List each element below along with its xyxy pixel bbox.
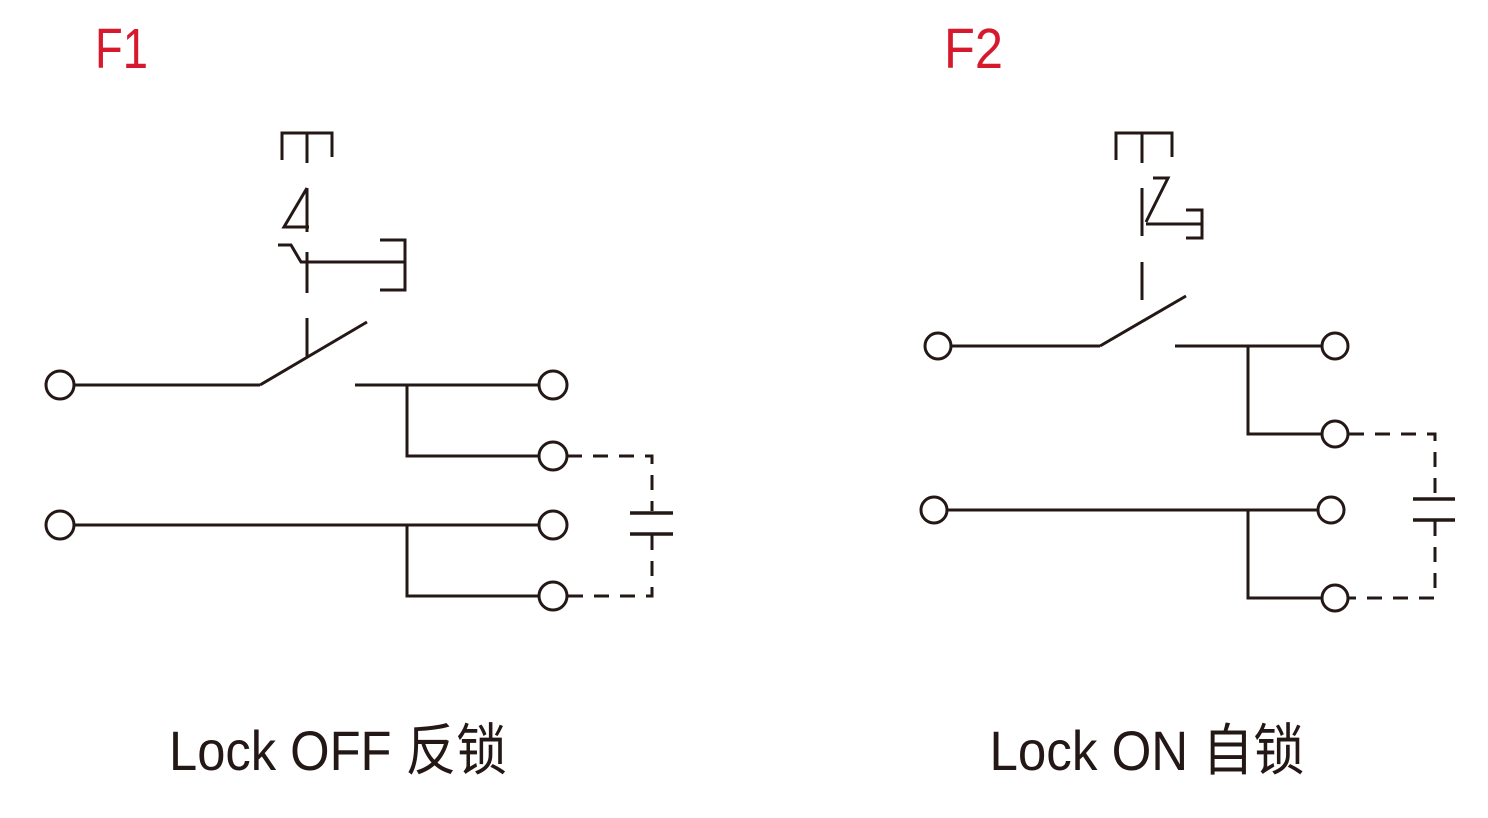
f1-push-button-head bbox=[280, 131, 334, 163]
f1-lines-bottom bbox=[75, 523, 539, 598]
f1-terminal-out-4 bbox=[537, 580, 569, 612]
f1-terminal-in-top bbox=[44, 369, 76, 401]
f1-terminal-out-1 bbox=[537, 369, 569, 401]
f1-output-lines-top bbox=[355, 383, 539, 458]
f1-switch-lever bbox=[259, 320, 368, 387]
f1-label: F1 bbox=[95, 17, 148, 81]
f2-latch-symbol bbox=[1140, 176, 1204, 240]
f1-caption: Lock OFF 反锁 bbox=[169, 719, 507, 782]
f1-capacitor bbox=[630, 511, 673, 536]
f2-push-button-head bbox=[1114, 131, 1174, 163]
f2-terminal-out-1 bbox=[1320, 331, 1350, 361]
f2-terminal-out-3 bbox=[1316, 495, 1346, 525]
f2-switch-diagram: F2 Lock ON 自锁 bbox=[919, 17, 1455, 782]
f2-caption: Lock ON 自锁 bbox=[990, 719, 1305, 782]
f2-terminal-out-4 bbox=[1320, 583, 1350, 613]
f1-capacitor-wiring bbox=[567, 454, 654, 598]
f2-capacitor-wiring bbox=[1349, 432, 1437, 600]
f1-terminal-out-2 bbox=[537, 440, 569, 472]
f2-terminal-in-bottom bbox=[919, 495, 949, 525]
f1-detent-symbol bbox=[281, 187, 309, 232]
f2-capacitor bbox=[1413, 497, 1455, 522]
f2-terminal-out-2 bbox=[1320, 419, 1350, 449]
f1-terminal-out-3 bbox=[537, 509, 569, 541]
f1-switch-diagram: F1 Lock OFF 反锁 bbox=[44, 17, 673, 782]
f2-lines-bottom bbox=[947, 508, 1321, 600]
f2-output-lines-top bbox=[1175, 344, 1321, 436]
f2-terminal-in-top bbox=[923, 331, 953, 361]
f2-label: F2 bbox=[944, 17, 1003, 81]
f1-terminal-in-bottom bbox=[44, 509, 76, 541]
f2-switch-lever bbox=[1099, 294, 1187, 348]
f1-latch-symbol bbox=[278, 238, 407, 292]
